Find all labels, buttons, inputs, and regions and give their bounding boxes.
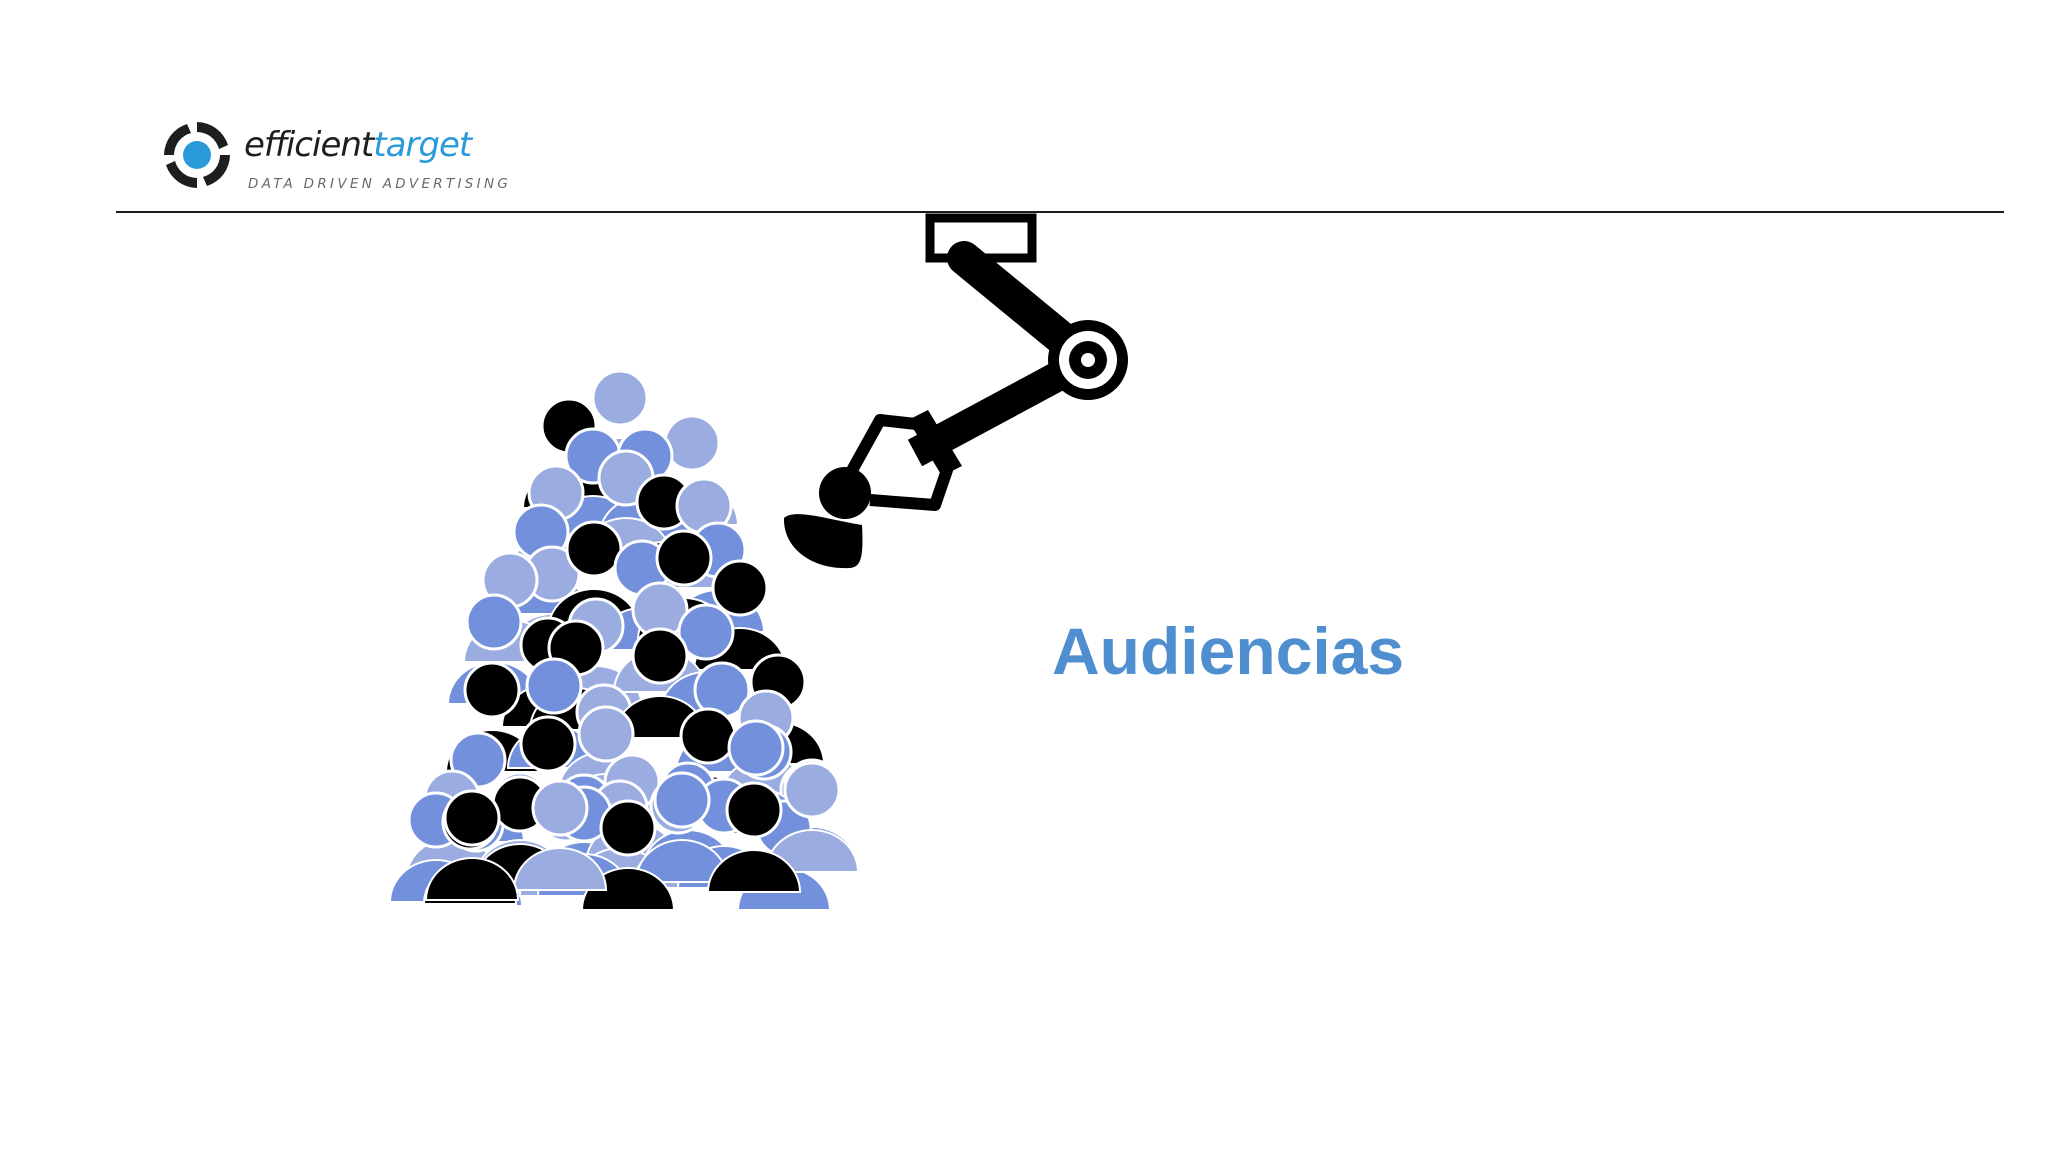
slide-heading: Audiencias bbox=[1052, 614, 1405, 688]
person-icon bbox=[512, 779, 608, 891]
person-icon bbox=[764, 761, 860, 873]
robot-arm-icon bbox=[783, 213, 1128, 569]
person-head bbox=[465, 593, 523, 651]
person-head bbox=[783, 761, 841, 819]
person-head bbox=[599, 799, 657, 857]
brand-logo: efficienttarget DATA DRIVEN ADVERTISING bbox=[160, 116, 508, 198]
person-head bbox=[463, 661, 521, 719]
person-head bbox=[679, 707, 737, 765]
person-head bbox=[663, 414, 721, 472]
person-head bbox=[631, 627, 689, 685]
logo-word-target: target bbox=[373, 125, 472, 165]
person-head bbox=[727, 719, 785, 777]
people-crowd-icon bbox=[388, 369, 860, 911]
person-head bbox=[525, 657, 583, 715]
person-body bbox=[424, 857, 520, 901]
person-head bbox=[519, 715, 577, 773]
logo-word-efficient: efficient bbox=[244, 125, 374, 165]
person-head bbox=[725, 781, 783, 839]
logo-tagline: DATA DRIVEN ADVERTISING bbox=[248, 176, 512, 192]
logo-wordmark: efficienttarget bbox=[244, 125, 472, 165]
person-head bbox=[677, 603, 735, 661]
person-body bbox=[512, 847, 608, 891]
header-divider bbox=[116, 211, 2004, 213]
person-icon bbox=[634, 771, 730, 883]
person-head bbox=[577, 705, 635, 763]
person-head bbox=[591, 369, 649, 427]
person-body bbox=[706, 849, 802, 893]
person-head bbox=[711, 559, 769, 617]
person-head bbox=[653, 771, 711, 829]
person-icon bbox=[706, 781, 802, 893]
person-head bbox=[565, 520, 623, 578]
person-head bbox=[443, 789, 501, 847]
person-head bbox=[531, 779, 589, 837]
person-icon bbox=[424, 789, 520, 901]
person-icon bbox=[580, 799, 676, 911]
target-ring-icon bbox=[164, 122, 230, 188]
person-head bbox=[655, 529, 713, 587]
